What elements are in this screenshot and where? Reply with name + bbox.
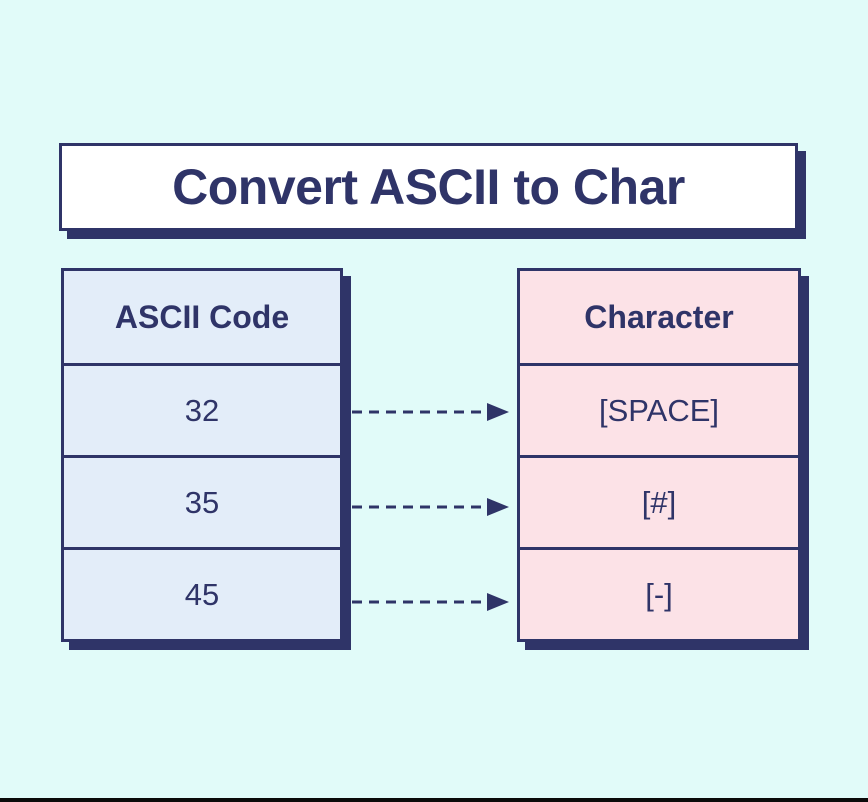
dashed-arrow-right-icon [351,592,511,612]
character-table-row: [#] [520,455,798,547]
diagram-title: Convert ASCII to Char [172,159,685,215]
title-box: Convert ASCII to Char [59,143,798,231]
ascii-code-table: ASCII Code 32 35 45 [61,268,343,642]
ascii-table-row: 45 [64,547,340,639]
character-table-row: [SPACE] [520,363,798,455]
dashed-arrow-right-icon [351,402,511,422]
dashed-arrow-right-icon [351,497,511,517]
character-table-header: Character [584,298,734,335]
ascii-table-row: 32 [64,363,340,455]
character-table-row: [-] [520,547,798,639]
bottom-edge-border [0,798,868,802]
ascii-table-header: ASCII Code [114,298,290,335]
character-table: Character [SPACE] [#] [-] [517,268,801,642]
ascii-table-row: 35 [64,455,340,547]
